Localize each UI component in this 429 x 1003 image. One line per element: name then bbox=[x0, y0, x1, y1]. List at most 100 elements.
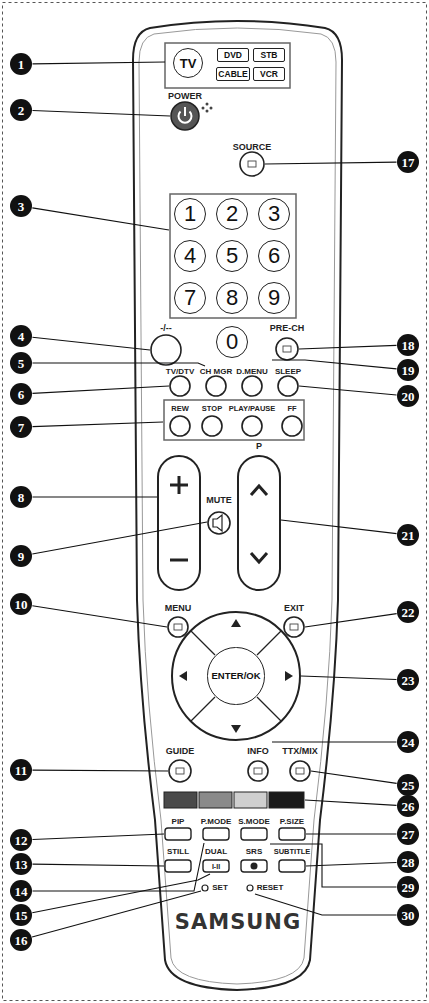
button-name: S.MODE bbox=[238, 818, 270, 826]
button-name: PLAY/PAUSE bbox=[229, 405, 276, 413]
callout-number: 17 bbox=[397, 151, 419, 173]
button-text: 7 bbox=[184, 287, 196, 309]
button-name: SRS bbox=[246, 848, 262, 856]
round-button: ENTER/OK bbox=[207, 647, 264, 704]
pad-arrow bbox=[179, 671, 187, 681]
button-name: STOP bbox=[202, 405, 222, 413]
mode-button: STB bbox=[253, 48, 285, 62]
channel-rocker bbox=[238, 456, 280, 590]
callout-number: 7 bbox=[10, 416, 32, 438]
leader-line bbox=[311, 771, 397, 783]
plain-button bbox=[283, 346, 291, 352]
leader-line bbox=[32, 834, 164, 840]
button-name: I-II bbox=[212, 863, 220, 870]
reset-hole bbox=[247, 885, 253, 891]
button-text: 8 bbox=[226, 287, 238, 309]
callout-number: 11 bbox=[10, 759, 32, 781]
button-name: PRE-CH bbox=[270, 324, 305, 333]
button-text: 5 bbox=[226, 245, 238, 267]
ir-dots bbox=[210, 107, 213, 110]
leader-line bbox=[281, 520, 397, 534]
plain-button bbox=[151, 335, 181, 365]
round-button: 9 bbox=[258, 282, 290, 314]
leader-line bbox=[32, 422, 163, 427]
button-name: SUBTITLE bbox=[274, 848, 311, 856]
callout-number: 5 bbox=[10, 352, 32, 374]
callout-number: 20 bbox=[397, 385, 419, 407]
mode-button: CABLE bbox=[216, 67, 250, 81]
callout-number: 2 bbox=[10, 99, 32, 121]
button-name: P.MODE bbox=[201, 818, 232, 826]
brand-name: SAMSUNG bbox=[175, 912, 301, 933]
power-button bbox=[171, 102, 199, 130]
plain-button bbox=[206, 376, 226, 396]
direction-pad bbox=[172, 612, 300, 740]
callout-number: 8 bbox=[10, 486, 32, 508]
pad-divider bbox=[191, 631, 281, 721]
round-button: 4 bbox=[174, 240, 206, 272]
button-text: 2 bbox=[226, 203, 238, 225]
plain-button bbox=[276, 338, 298, 360]
leader-line bbox=[305, 800, 397, 805]
plain-button bbox=[248, 161, 256, 167]
round-button: 6 bbox=[258, 240, 290, 272]
button-name: REW bbox=[171, 405, 189, 413]
button-name: INFO bbox=[247, 747, 269, 756]
plain-button bbox=[282, 416, 302, 436]
round-button: 1 bbox=[174, 198, 206, 230]
button-name: TTX/MIX bbox=[282, 747, 318, 756]
plain-button bbox=[242, 416, 262, 436]
pad-arrow bbox=[179, 619, 293, 733]
button-name: CH MGR bbox=[200, 368, 232, 376]
plain-button bbox=[248, 761, 268, 781]
rocker-symbol bbox=[178, 476, 181, 494]
button-name: DUAL bbox=[205, 848, 227, 856]
button-name: FF bbox=[287, 405, 296, 413]
leader-line bbox=[306, 862, 397, 866]
plain-button bbox=[151, 152, 310, 782]
callout-number: 26 bbox=[397, 795, 419, 817]
color-key bbox=[234, 792, 267, 808]
callout-number: 30 bbox=[397, 904, 419, 926]
callout-number: 23 bbox=[397, 669, 419, 691]
callout-number: 27 bbox=[397, 823, 419, 845]
callout-number: 10 bbox=[10, 593, 32, 615]
callout-number: 22 bbox=[397, 601, 419, 623]
mode-button: DVD bbox=[217, 48, 249, 62]
leader-line bbox=[32, 874, 210, 913]
leader-line bbox=[33, 496, 158, 497]
leader-line bbox=[32, 62, 397, 937]
round-button: 3 bbox=[258, 198, 290, 230]
plain-button bbox=[176, 768, 184, 774]
button-name: STILL bbox=[167, 848, 189, 856]
leader-line bbox=[32, 386, 169, 393]
leader-line bbox=[301, 676, 397, 680]
ir-dots bbox=[202, 107, 205, 110]
button-name: GUIDE bbox=[166, 747, 195, 756]
rocker-symbol bbox=[170, 476, 267, 562]
ir-dots bbox=[206, 110, 209, 113]
plain-button bbox=[174, 624, 182, 630]
plain-button bbox=[242, 376, 262, 396]
plain-button bbox=[169, 760, 191, 782]
callout-number: 16 bbox=[10, 929, 32, 951]
power-symbol bbox=[184, 107, 186, 116]
color-key bbox=[269, 792, 304, 808]
plain-button bbox=[278, 376, 298, 396]
callout-number: 6 bbox=[10, 383, 32, 405]
source-frame bbox=[165, 43, 290, 88]
mode-button: VCR bbox=[253, 67, 285, 81]
ir-dots bbox=[206, 103, 209, 106]
button-name: SET bbox=[212, 884, 228, 892]
callout-number: 19 bbox=[397, 359, 419, 381]
rocker-symbol bbox=[251, 553, 267, 562]
digit-frame bbox=[170, 194, 296, 318]
button-name: MUTE bbox=[206, 496, 232, 505]
button-text: 3 bbox=[268, 203, 280, 225]
round-button: 2 bbox=[216, 198, 248, 230]
plain-button bbox=[202, 416, 222, 436]
plain-button bbox=[208, 512, 230, 534]
plain-button bbox=[170, 376, 190, 396]
callout-number: 13 bbox=[10, 853, 32, 875]
plain-button bbox=[290, 624, 298, 630]
